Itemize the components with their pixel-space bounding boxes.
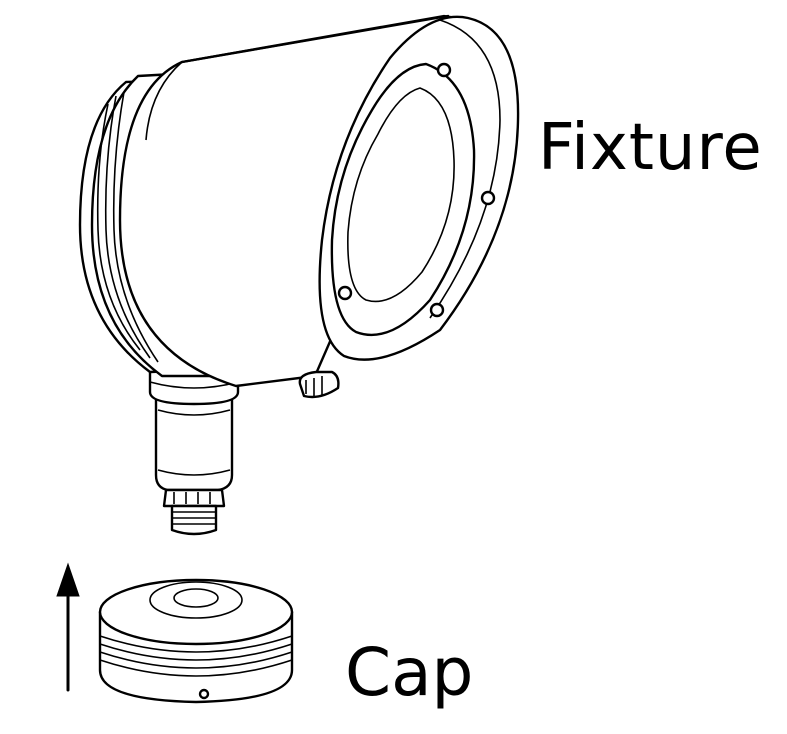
threaded-fitting bbox=[162, 488, 226, 536]
fixture-label: Fixture bbox=[538, 111, 763, 185]
cap bbox=[98, 578, 294, 704]
up-arrow-icon bbox=[56, 562, 80, 692]
cap-label: Cap bbox=[345, 634, 474, 711]
fixture-body bbox=[78, 14, 520, 399]
